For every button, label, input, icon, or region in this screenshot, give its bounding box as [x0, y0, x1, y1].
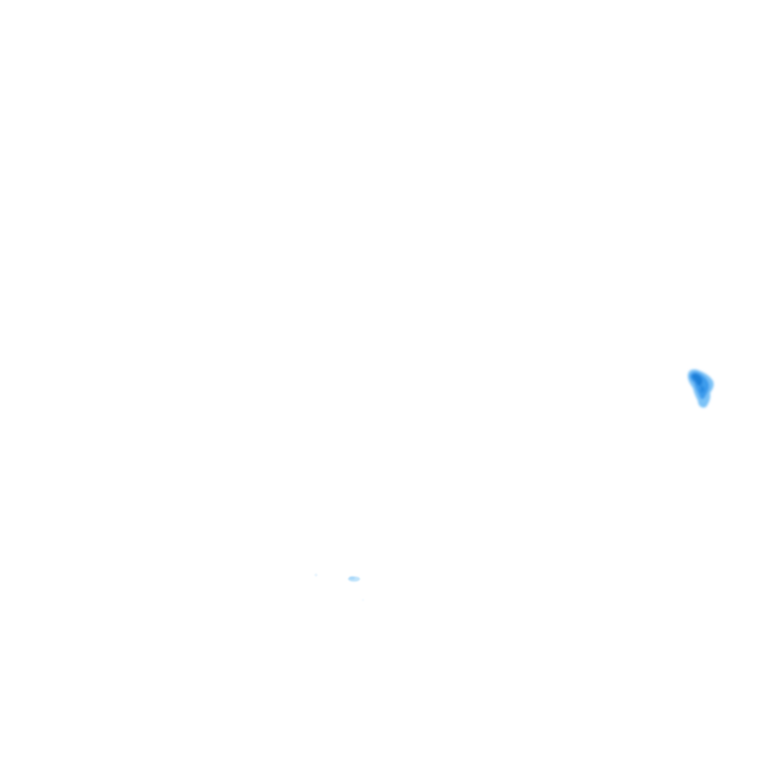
precipitation-cell-east [687, 369, 714, 408]
precipitation-speck-south [314, 573, 364, 601]
